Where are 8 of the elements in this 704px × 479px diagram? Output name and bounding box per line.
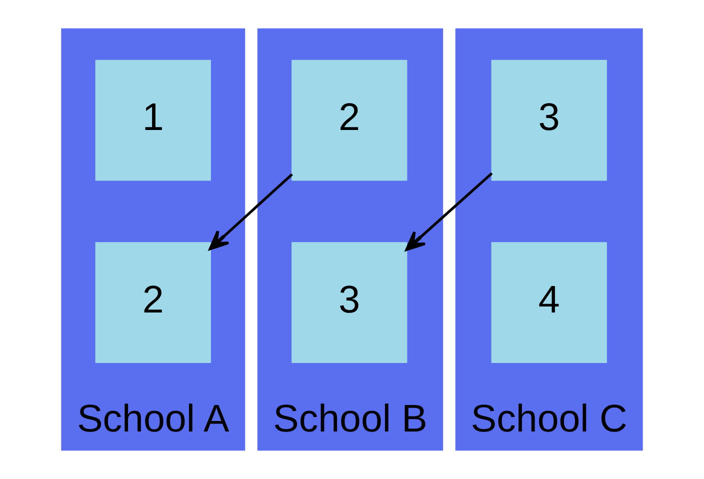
node-box: 3 — [292, 242, 408, 364]
node-box: 3 — [491, 60, 607, 181]
node-box: 4 — [491, 242, 607, 364]
arrow — [208, 173, 293, 250]
node-box: 2 — [292, 60, 408, 181]
arrow — [405, 172, 493, 251]
node-box: 2 — [95, 242, 211, 364]
node-box: 1 — [95, 60, 211, 181]
